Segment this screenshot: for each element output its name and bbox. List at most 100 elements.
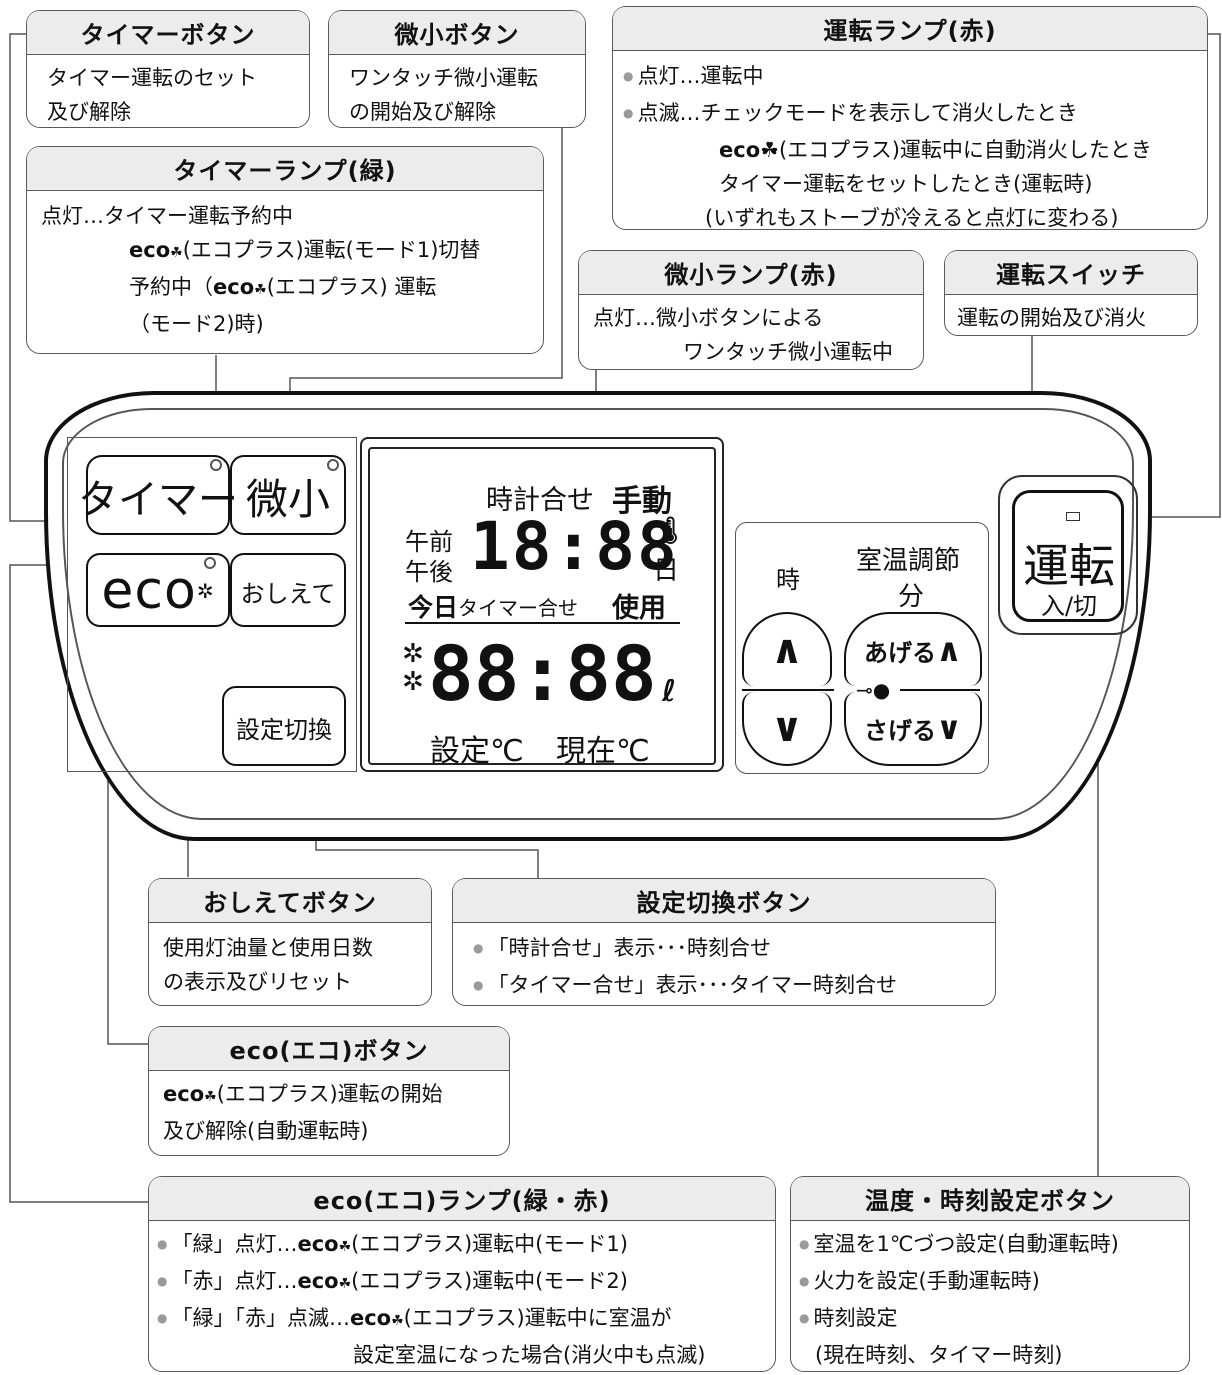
callout-run-lamp: 運転ランプ(赤) 点灯…運転中 点滅…チェックモードを表示して消火したとき ec… xyxy=(612,6,1208,230)
eco-logo: eco xyxy=(163,1082,205,1106)
eco-logo: eco xyxy=(213,275,255,299)
lower-button[interactable]: さげる∨ xyxy=(844,692,982,766)
callout-title: 微小ランプ(赤) xyxy=(579,251,923,295)
callout-micro-button: 微小ボタン ワンタッチ微小運転 の開始及び解除 xyxy=(328,10,586,128)
thermometer-icon: 🌡 xyxy=(654,516,688,546)
setting-switch-button[interactable] xyxy=(222,686,346,766)
setting-switch-label: 設定切換 xyxy=(236,715,332,744)
callout-title: タイマーランプ(緑) xyxy=(27,147,543,191)
raise-label: あげる xyxy=(864,638,936,667)
lcd-clock-set: 時計合せ xyxy=(486,485,594,516)
leaf-icon: ☘ xyxy=(391,1313,404,1329)
callout-timer-button: タイマーボタン タイマー運転のセット 及び解除 xyxy=(26,10,310,128)
callout-timer-lamp: タイマーランプ(緑) 点灯…タイマー運転予約中 eco☘(エコプラス)運転(モー… xyxy=(26,146,544,354)
key-lock-icon: ⊸● xyxy=(856,678,891,702)
callout-line: ワンタッチ微小運転 xyxy=(349,66,538,90)
callout-line-eco: eco☘(エコプラス)運転中に自動消火したとき xyxy=(719,138,1152,162)
lcd-manual: 手動 xyxy=(612,484,672,519)
callout-run-switch: 運転スイッチ 運転の開始及び消火 xyxy=(944,250,1198,336)
lcd-display xyxy=(368,447,716,765)
callout-eco-button: eco(エコ)ボタン eco☘(エコプラス)運転の開始 及び解除(自動運転時) xyxy=(148,1026,510,1156)
raise-button[interactable]: あげる∧ xyxy=(844,612,982,686)
callout-title: eco(エコ)ボタン xyxy=(149,1027,509,1071)
eco-logo: eco xyxy=(297,1232,339,1256)
run-switch-frame xyxy=(998,475,1138,635)
chevron-down-icon: ∨ xyxy=(936,709,962,747)
timer-button-label: タイマー xyxy=(78,477,238,523)
leaf-icon: ✲ xyxy=(196,579,215,603)
teach-button[interactable] xyxy=(230,553,346,627)
run-switch[interactable] xyxy=(1012,490,1124,622)
leaf-icon: ☘ xyxy=(338,1239,352,1255)
callout-line-eco: eco☘(エコプラス)運転の開始 xyxy=(163,1082,443,1106)
lcd-time-digits: 18:88 xyxy=(470,508,679,585)
callout-line: 点滅…チェックモードを表示して消火したとき xyxy=(623,96,1187,133)
leaf-icon: ☘ xyxy=(338,1276,352,1292)
lcd-day: 日 xyxy=(653,556,680,586)
lcd-heat-icon: ✲✲ xyxy=(402,639,424,697)
micro-lamp xyxy=(327,459,339,471)
callout-line: 設定室温になった場合(消火中も点滅) xyxy=(353,1343,706,1367)
callout-setting-switch: 設定切換ボタン 「時計合せ」表示･･･時刻合せ 「タイマー合せ」表示･･･タイマ… xyxy=(452,878,996,1006)
hour-label: 時 xyxy=(776,566,800,594)
callout-line: 点灯…タイマー運転予約中 xyxy=(41,204,293,228)
run-lamp xyxy=(1066,512,1080,521)
callout-line: 点灯…運転中 xyxy=(623,59,1187,96)
leaf-icon: ☘ xyxy=(760,138,779,162)
hour-up-button[interactable]: ∧ xyxy=(742,612,832,686)
callout-teach-button: おしえてボタン 使用灯油量と使用日数 の表示及びリセット xyxy=(148,878,432,1006)
leaf-icon: ☘ xyxy=(254,282,267,298)
timer-lamp xyxy=(210,459,222,471)
leaf-icon: ☘ xyxy=(204,1089,217,1105)
hour-down-button[interactable]: ∨ xyxy=(742,692,832,766)
timer-button[interactable] xyxy=(86,455,230,535)
callout-line-eco: 「緑」点灯…eco☘(エコプラス)運転中(モード1) xyxy=(157,1227,755,1264)
callout-title: タイマーボタン xyxy=(27,11,309,55)
teach-button-label: おしえて xyxy=(240,579,336,608)
eco-logo: eco xyxy=(297,1269,339,1293)
minute-label: 分 xyxy=(898,582,925,612)
callout-line: 「タイマー合せ」表示･･･タイマー時刻合せ xyxy=(473,968,975,1005)
eco-logo: eco xyxy=(129,238,171,262)
callout-line-eco: 予約中（eco☘(エコプラス) 運転 xyxy=(129,275,437,299)
lcd-today: 今日 xyxy=(408,593,459,622)
callout-line: 点灯…微小ボタンによる xyxy=(593,306,824,330)
callout-temp-time-button: 温度・時刻設定ボタン 室温を1℃づつ設定(自動運転時) 火力を設定(手動運転時)… xyxy=(790,1176,1190,1372)
lcd-liter: ℓ xyxy=(662,674,677,709)
room-temp-label: 室温調節 xyxy=(856,546,961,576)
leaf-icon: ☘ xyxy=(170,245,183,261)
adjust-area xyxy=(735,522,989,774)
lcd-timer-set: タイマー合せ xyxy=(458,596,578,620)
callout-line: 運転の開始及び消火 xyxy=(957,306,1146,330)
callout-line-eco: 「赤」点灯…eco☘(エコプラス)運転中(モード2) xyxy=(157,1264,755,1301)
callout-title: 微小ボタン xyxy=(329,11,585,55)
callout-line: (いずれもストーブが冷えると点灯に変わる) xyxy=(705,206,1119,230)
eco-button[interactable] xyxy=(86,553,230,627)
callout-line-eco: eco☘(エコプラス)運転(モード1)切替 xyxy=(129,238,481,262)
callout-line: の表示及びリセット xyxy=(163,970,352,994)
callout-line: (現在時刻、タイマー時刻) xyxy=(815,1343,1063,1367)
eco-button-label: eco✲ xyxy=(101,561,215,621)
micro-button[interactable] xyxy=(230,455,346,535)
callout-line: 室温を1℃づつ設定(自動運転時) xyxy=(799,1227,1169,1264)
callout-line: 使用灯油量と使用日数 xyxy=(163,936,373,960)
lcd-big-digits: 88:88 xyxy=(428,629,657,718)
lcd-divider xyxy=(405,622,680,624)
chevron-up-icon: ∧ xyxy=(936,631,962,669)
callout-line: 「時計合せ」表示･･･時刻合せ xyxy=(473,931,975,968)
callout-line: ワンタッチ微小運転中 xyxy=(683,340,893,364)
eco-logo: eco xyxy=(719,138,761,162)
lcd-pm: 午後 xyxy=(405,558,453,586)
callout-title: おしえてボタン xyxy=(149,879,431,923)
callout-title: eco(エコ)ランプ(緑・赤) xyxy=(149,1177,775,1221)
callout-line-eco: 「緑」「赤」点滅…eco☘(エコプラス)運転中に室温が xyxy=(157,1301,755,1338)
run-switch-sub: 入/切 xyxy=(1040,592,1098,620)
lcd-set-temp: 設定℃ xyxy=(430,734,524,769)
lcd-use: 使用 xyxy=(612,593,666,624)
callout-line: 火力を設定(手動運転時) xyxy=(799,1264,1169,1301)
callout-line: 及び解除 xyxy=(47,100,131,124)
callout-title: 運転スイッチ xyxy=(945,251,1197,295)
chevron-down-icon: ∨ xyxy=(770,705,804,751)
lcd-now-temp: 現在℃ xyxy=(556,734,650,769)
callout-line: （モード2)時) xyxy=(129,312,264,336)
